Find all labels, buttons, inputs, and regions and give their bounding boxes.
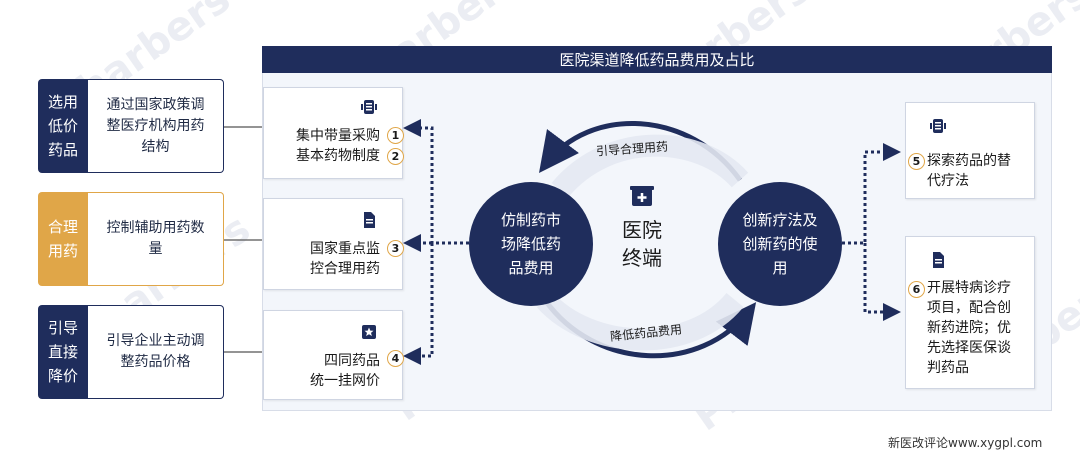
mid-card-2-line2: 控合理用药: [310, 261, 380, 277]
left-desc-3: 引导企业主动调 整药品价格: [88, 305, 224, 399]
policy-icon: [361, 100, 377, 114]
left-desc-2: 控制辅助用药数 量: [88, 192, 224, 286]
mid-card-2-line1: 国家重点监: [310, 241, 380, 257]
number-badge-3: 3: [387, 240, 404, 257]
right-circle-innovative-drugs: 创新疗法及 创新药的使 用: [718, 182, 842, 306]
number-badge-2: 2: [387, 148, 404, 165]
document-icon: [364, 212, 375, 228]
mid-card-3-line2: 统一挂网价: [310, 373, 380, 389]
mid-card-1-line2: 基本药物制度: [296, 148, 380, 164]
right-card-5-text: 探索药品的替 代疗法: [927, 153, 1011, 189]
mid-card-1: 集中带量采购 基本药物制度 1 2: [263, 87, 404, 179]
left-label-1: 选用 低价 药品: [38, 79, 88, 173]
panel-title: 医院渠道降低药品费用及占比: [262, 46, 1052, 73]
left-circle-generic-drugs: 仿制药市 场降低药 品费用: [469, 182, 593, 306]
right-card-5: 5 探索药品的替 代疗法: [905, 102, 1035, 199]
number-badge-1: 1: [387, 127, 404, 144]
mid-card-2: 国家重点监 控合理用药 3: [263, 198, 404, 290]
number-badge-5: 5: [908, 153, 925, 170]
left-label-3: 引导 直接 降价: [38, 305, 88, 399]
hospital-terminal-label: 医院 终端: [622, 218, 662, 270]
hospital-card-icon: [630, 186, 654, 206]
number-badge-6: 6: [908, 281, 925, 298]
right-card-6-text: 开展特病诊疗 项目，配合创 新药进院；优 先选择医保谈 判药品: [927, 280, 1011, 376]
left-desc-1: 通过国家政策调 整医疗机构用药 结构: [88, 79, 224, 173]
document-icon: [933, 252, 944, 268]
star-document-icon: [362, 325, 376, 339]
number-badge-4: 4: [387, 350, 404, 367]
footer-source: 新医改评论www.xygpl.com: [888, 436, 1043, 450]
mid-card-1-line1: 集中带量采购: [296, 128, 380, 144]
policy-icon: [930, 119, 946, 133]
mid-card-3: 四同药品 统一挂网价 4: [263, 310, 404, 400]
right-card-6: 6 开展特病诊疗 项目，配合创 新药进院；优 先选择医保谈 判药品: [905, 236, 1035, 389]
left-label-2: 合理 用药: [38, 192, 88, 286]
mid-card-3-line1: 四同药品: [324, 353, 380, 369]
